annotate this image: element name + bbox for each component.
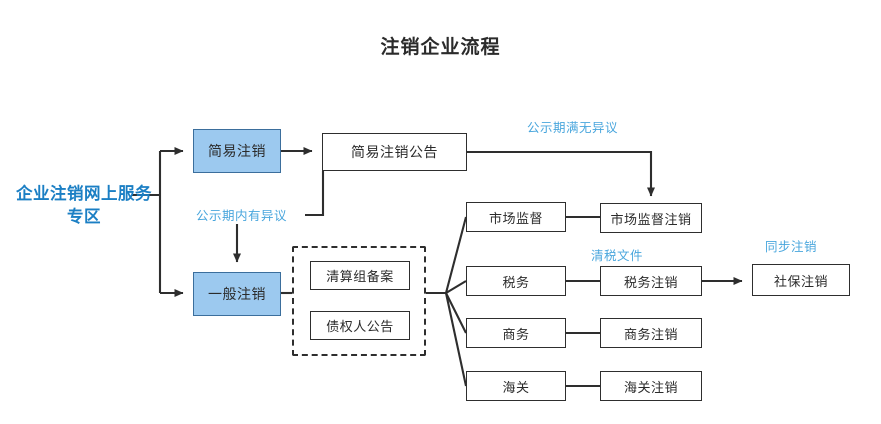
entry-label: 企业注销网上服务专区: [16, 185, 152, 226]
node-social-security-cancel[interactable]: 社保注销: [752, 264, 850, 296]
node-market-supervision[interactable]: 市场监督: [466, 202, 566, 232]
page-title: 注销企业流程: [380, 37, 501, 58]
edge-notice-objection-run: [305, 171, 325, 217]
node-commerce[interactable]: 商务: [466, 318, 566, 348]
annotation-no-objection: 公示期满无异议: [527, 121, 619, 135]
node-customs-cancel[interactable]: 海关注销: [600, 371, 702, 401]
annotation-sync-cancel: 同步注销: [765, 240, 818, 254]
edge-fan-tax: [445, 280, 467, 294]
edge-fan-market: [444, 216, 468, 294]
edge-notice-no-objection: [467, 150, 655, 197]
node-customs[interactable]: 海关: [466, 371, 566, 401]
liquidation-group-container: [292, 246, 426, 356]
node-simple-notice[interactable]: 简易注销公告: [322, 133, 467, 171]
node-creditor-notice[interactable]: 债权人公告: [310, 311, 410, 340]
node-liquidation-filing[interactable]: 清算组备案: [310, 261, 410, 290]
node-general-cancel[interactable]: 一般注销: [193, 272, 281, 316]
annotation-tax-clearance: 清税文件: [591, 249, 644, 263]
node-simple-cancel[interactable]: 简易注销: [193, 129, 281, 173]
node-tax-cancel[interactable]: 税务注销: [600, 266, 702, 296]
edge-fan-commerce: [445, 292, 467, 334]
node-market-supervision-cancel[interactable]: 市场监督注销: [600, 203, 702, 233]
edge-fan-customs: [444, 292, 468, 387]
node-commerce-cancel[interactable]: 商务注销: [600, 318, 702, 348]
node-tax[interactable]: 税务: [466, 266, 566, 296]
annotation-objection: 公示期内有异议: [196, 209, 288, 223]
